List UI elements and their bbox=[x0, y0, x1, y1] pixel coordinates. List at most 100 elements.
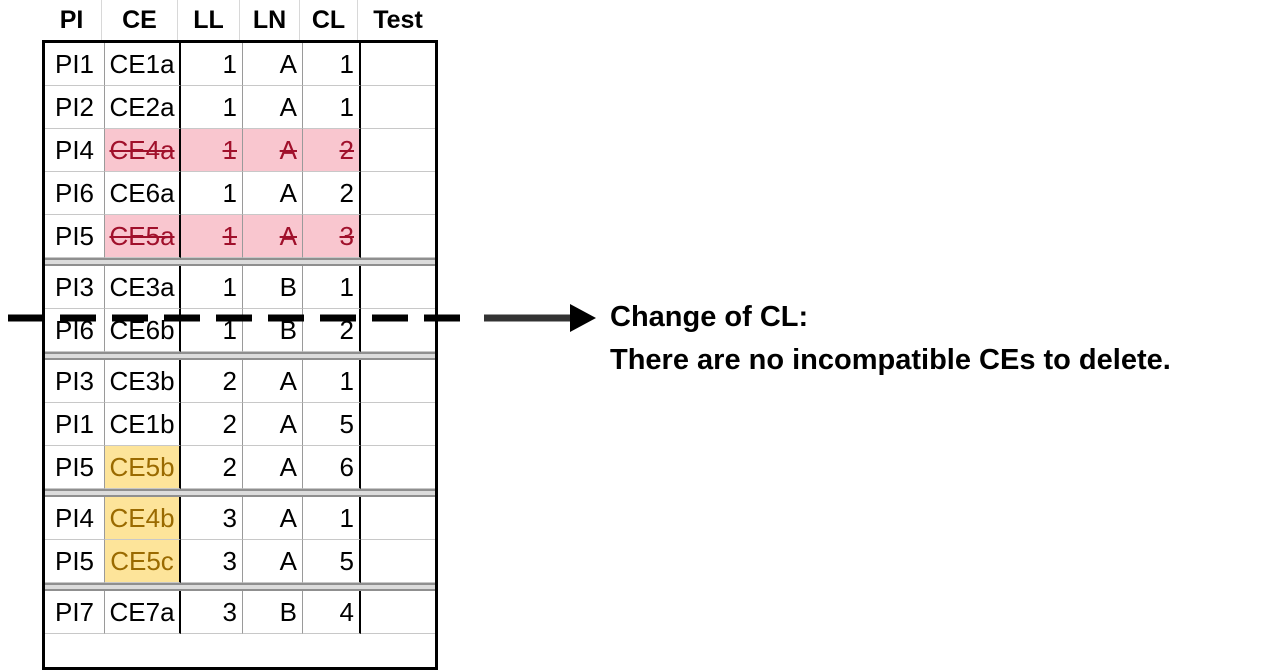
cell-pi: PI3 bbox=[45, 266, 105, 309]
cell-cl: 1 bbox=[303, 86, 361, 129]
cell-ce: CE3a bbox=[105, 266, 181, 309]
cell-pi: PI5 bbox=[45, 540, 105, 583]
cell-ce: CE4b bbox=[105, 497, 181, 540]
cell-test bbox=[361, 43, 435, 86]
cell-ln: A bbox=[243, 215, 303, 258]
cell-ll: 2 bbox=[181, 360, 243, 403]
cell-ll: 1 bbox=[181, 129, 243, 172]
cell-ce: CE4a bbox=[105, 129, 181, 172]
cell-test bbox=[361, 540, 435, 583]
group-separator bbox=[45, 352, 435, 360]
annotation: Change of CL: There are no incompatible … bbox=[610, 296, 1171, 382]
cell-ln: B bbox=[243, 266, 303, 309]
cell-test bbox=[361, 497, 435, 540]
cell-pi: PI6 bbox=[45, 172, 105, 215]
cell-ce: CE5b bbox=[105, 446, 181, 489]
cell-ln: A bbox=[243, 86, 303, 129]
cell-ln: A bbox=[243, 129, 303, 172]
table-header: PI CE LL LN CL Test bbox=[42, 0, 438, 40]
cell-ln: A bbox=[243, 360, 303, 403]
cell-ce: CE7a bbox=[105, 591, 181, 634]
cell-ln: A bbox=[243, 446, 303, 489]
cell-pi: PI1 bbox=[45, 403, 105, 446]
header-test: Test bbox=[373, 5, 423, 34]
cell-cl: 6 bbox=[303, 446, 361, 489]
cell-ln: B bbox=[243, 591, 303, 634]
cell-pi: PI1 bbox=[45, 43, 105, 86]
cell-pi: PI4 bbox=[45, 497, 105, 540]
cell-test bbox=[361, 86, 435, 129]
cell-ll: 3 bbox=[181, 591, 243, 634]
arrow-head-icon bbox=[570, 304, 596, 332]
cell-ll: 1 bbox=[181, 86, 243, 129]
cell-ll: 1 bbox=[181, 215, 243, 258]
cell-ll: 3 bbox=[181, 540, 243, 583]
cell-ce: CE1b bbox=[105, 403, 181, 446]
cell-ln: A bbox=[243, 172, 303, 215]
cell-pi: PI2 bbox=[45, 86, 105, 129]
header-ce: CE bbox=[102, 0, 178, 40]
cell-ce: CE5c bbox=[105, 540, 181, 583]
cell-test bbox=[361, 360, 435, 403]
cell-test bbox=[361, 403, 435, 446]
cell-ln: A bbox=[243, 540, 303, 583]
header-pi: PI bbox=[42, 0, 102, 40]
cell-pi: PI3 bbox=[45, 360, 105, 403]
annotation-title: Change of CL: bbox=[610, 301, 809, 333]
cell-test bbox=[361, 266, 435, 309]
cell-test bbox=[361, 129, 435, 172]
cell-ce: CE2a bbox=[105, 86, 181, 129]
cell-ln: A bbox=[243, 497, 303, 540]
cell-test bbox=[361, 309, 435, 352]
cell-ll: 1 bbox=[181, 172, 243, 215]
cell-pi: PI5 bbox=[45, 215, 105, 258]
cell-cl: 4 bbox=[303, 591, 361, 634]
cell-ce: CE5a bbox=[105, 215, 181, 258]
cell-ll: 2 bbox=[181, 446, 243, 489]
annotation-text: There are no incompatible CEs to delete. bbox=[610, 344, 1171, 376]
cell-ce: CE3b bbox=[105, 360, 181, 403]
cell-ln: A bbox=[243, 43, 303, 86]
cell-cl: 1 bbox=[303, 360, 361, 403]
group-separator bbox=[45, 489, 435, 497]
cell-cl: 2 bbox=[303, 172, 361, 215]
group-separator bbox=[45, 583, 435, 591]
cell-cl: 1 bbox=[303, 43, 361, 86]
cell-test bbox=[361, 446, 435, 489]
cell-test bbox=[361, 591, 435, 634]
cell-ln: A bbox=[243, 403, 303, 446]
cell-cl: 2 bbox=[303, 129, 361, 172]
cell-ll: 2 bbox=[181, 403, 243, 446]
cell-cl: 2 bbox=[303, 309, 361, 352]
cell-cl: 1 bbox=[303, 266, 361, 309]
cell-cl: 5 bbox=[303, 403, 361, 446]
group-separator bbox=[45, 258, 435, 266]
cell-ce: CE6a bbox=[105, 172, 181, 215]
cell-ll: 1 bbox=[181, 266, 243, 309]
cell-test bbox=[361, 215, 435, 258]
cell-pi: PI4 bbox=[45, 129, 105, 172]
cell-test bbox=[361, 172, 435, 215]
cell-pi: PI5 bbox=[45, 446, 105, 489]
cell-ll: 3 bbox=[181, 497, 243, 540]
cell-pi: PI7 bbox=[45, 591, 105, 634]
cell-ll: 1 bbox=[181, 43, 243, 86]
cell-cl: 1 bbox=[303, 497, 361, 540]
cell-cl: 5 bbox=[303, 540, 361, 583]
cell-ln: B bbox=[243, 309, 303, 352]
cell-cl: 3 bbox=[303, 215, 361, 258]
